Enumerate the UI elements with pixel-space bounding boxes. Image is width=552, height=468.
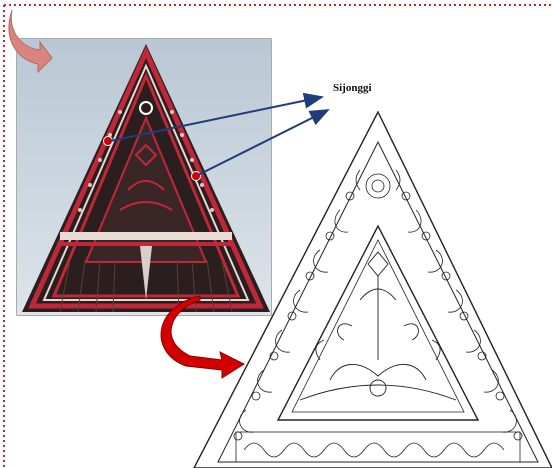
gable-photo bbox=[17, 39, 271, 315]
sijonggi-label: Sijonggi bbox=[333, 82, 372, 94]
